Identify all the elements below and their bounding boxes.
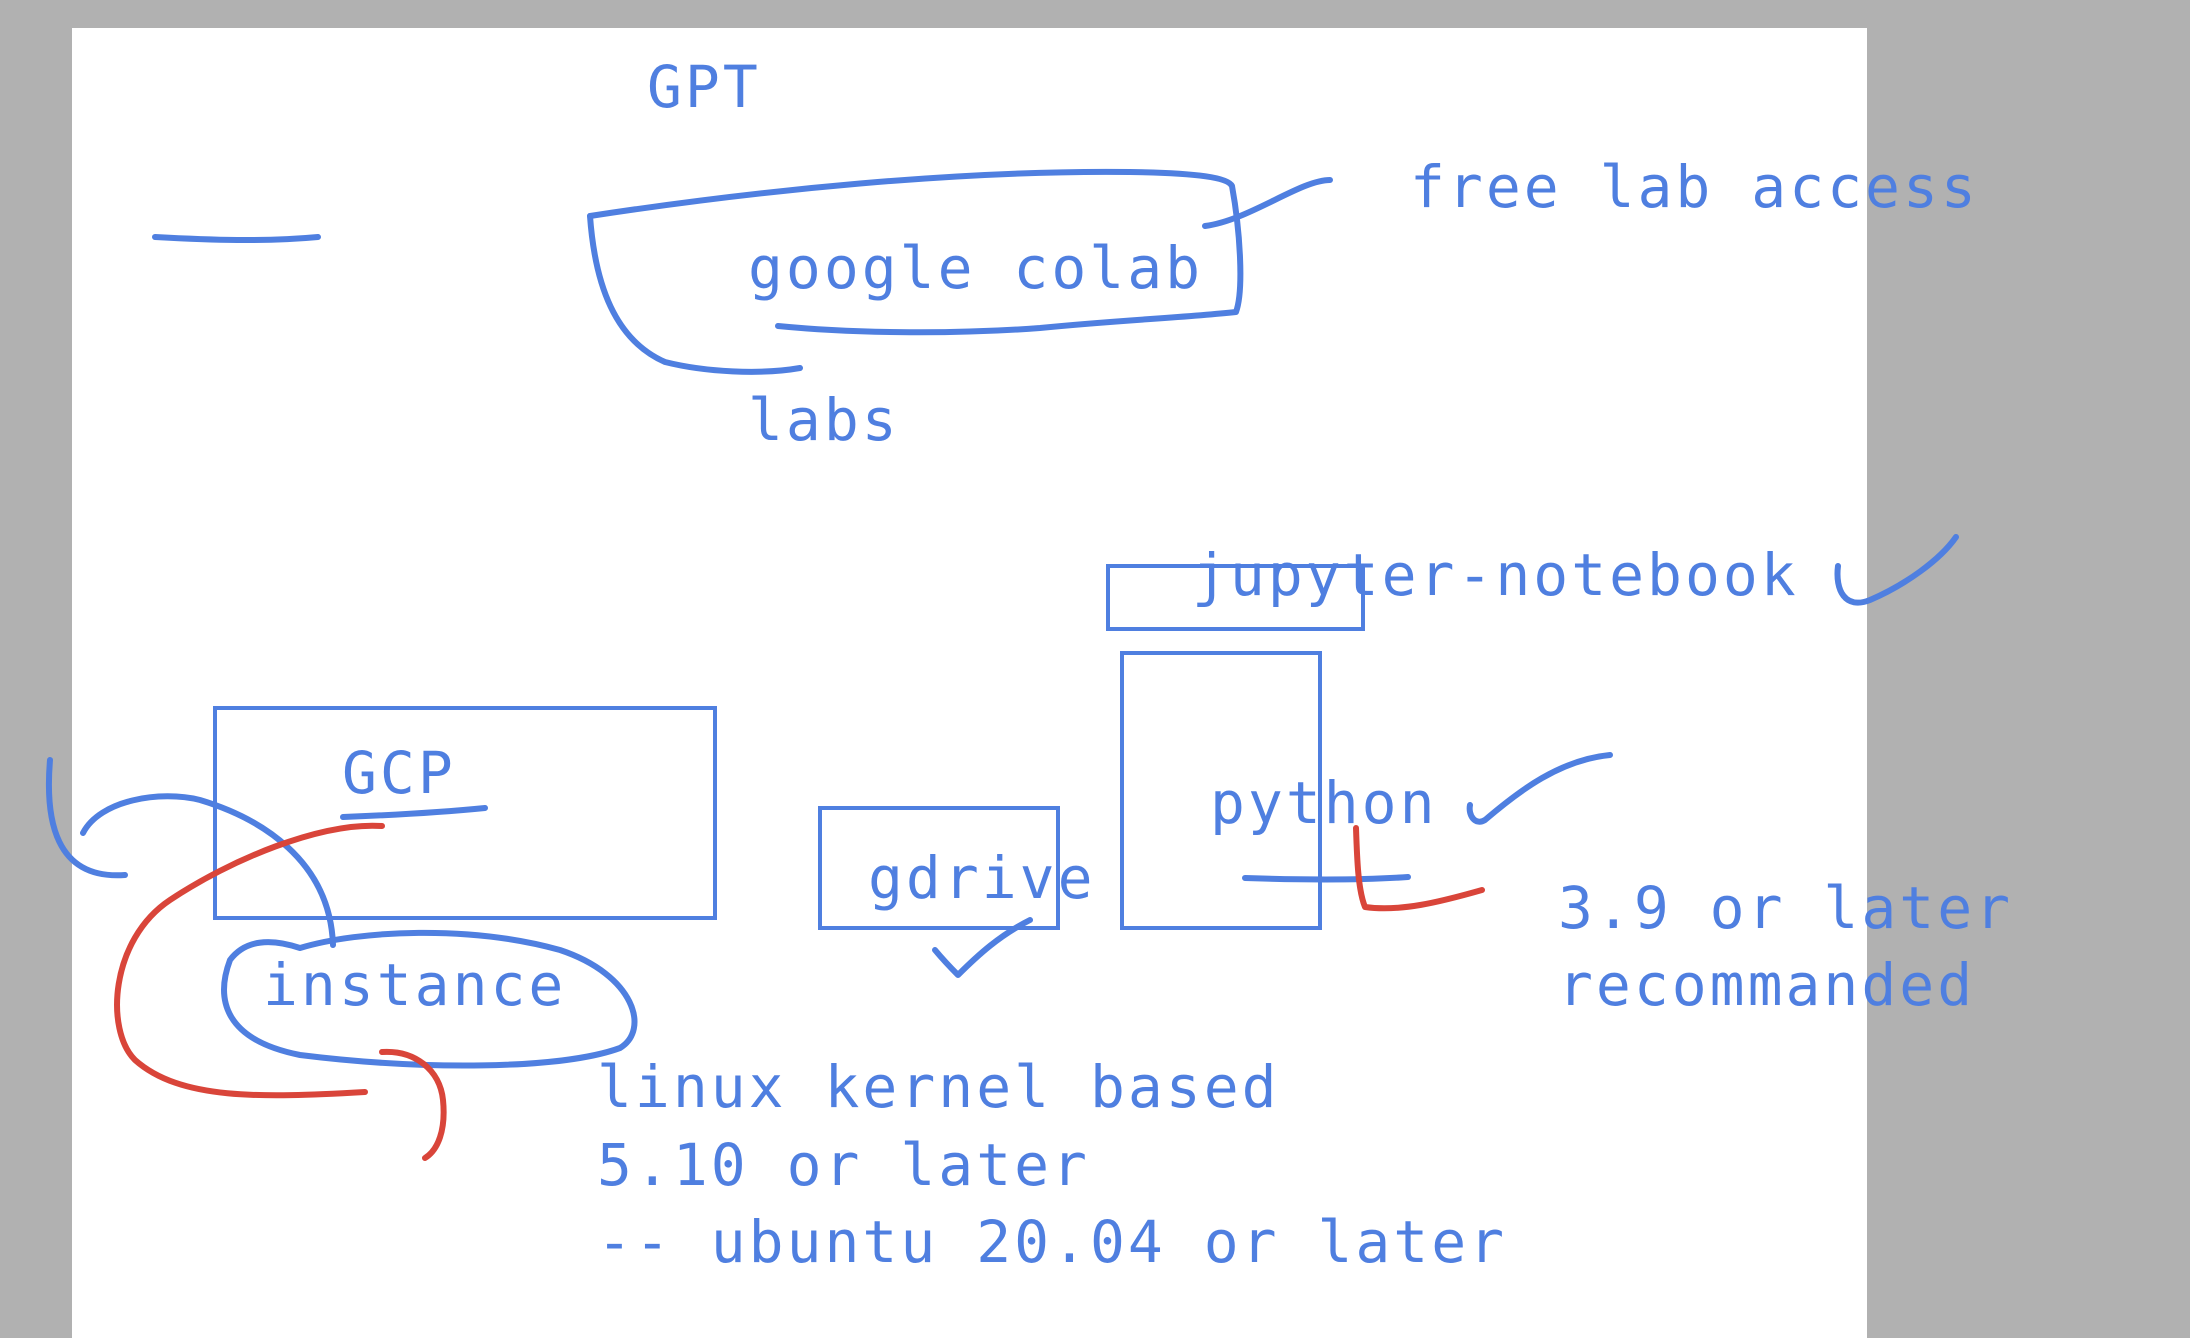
labs-label: labs (748, 386, 900, 454)
jupyter-notebook-label: jupyter-notebook (1192, 541, 1799, 609)
instance-label: instance (263, 951, 566, 1019)
dash-stroke (152, 234, 321, 244)
linux-line2: 5.10 or later (597, 1131, 1090, 1199)
gdrive-label: gdrive (868, 844, 1096, 912)
free-access-connector (1202, 177, 1333, 229)
python-box (1120, 651, 1322, 930)
gdrive-check-icon (932, 917, 1033, 978)
python-check-icon (1466, 752, 1613, 825)
gcp-box (213, 706, 717, 920)
canvas-sheet (72, 28, 1867, 1338)
gcp-underline (340, 805, 488, 820)
jupyter-box (1106, 564, 1365, 631)
python-label: python (1210, 769, 1438, 837)
colab-enclosure-stroke (587, 168, 1244, 336)
gcp-to-instance-curve (45, 757, 336, 948)
gcp-label: GCP (342, 739, 456, 807)
red-python-marker (1353, 825, 1485, 912)
jupyter-check-icon (1834, 534, 1959, 606)
red-instance-hook (379, 1048, 447, 1161)
gpt-label: GPT (647, 53, 761, 121)
free-lab-access-label: free lab access (1410, 153, 1979, 221)
linux-line1: linux kernel based (597, 1053, 1280, 1121)
python-version-line2: recommanded (1558, 951, 1975, 1019)
red-gcp-arc (114, 822, 385, 1099)
python-underline (1242, 874, 1411, 883)
colab-left-loop-stroke (587, 213, 803, 375)
gdrive-box (818, 806, 1060, 930)
instance-enclosure-stroke (221, 929, 638, 1069)
google-colab-label: google colab (748, 234, 1203, 302)
linux-line3: -- ubuntu 20.04 or later (597, 1208, 1507, 1276)
python-version-line1: 3.9 or later (1558, 874, 2013, 942)
